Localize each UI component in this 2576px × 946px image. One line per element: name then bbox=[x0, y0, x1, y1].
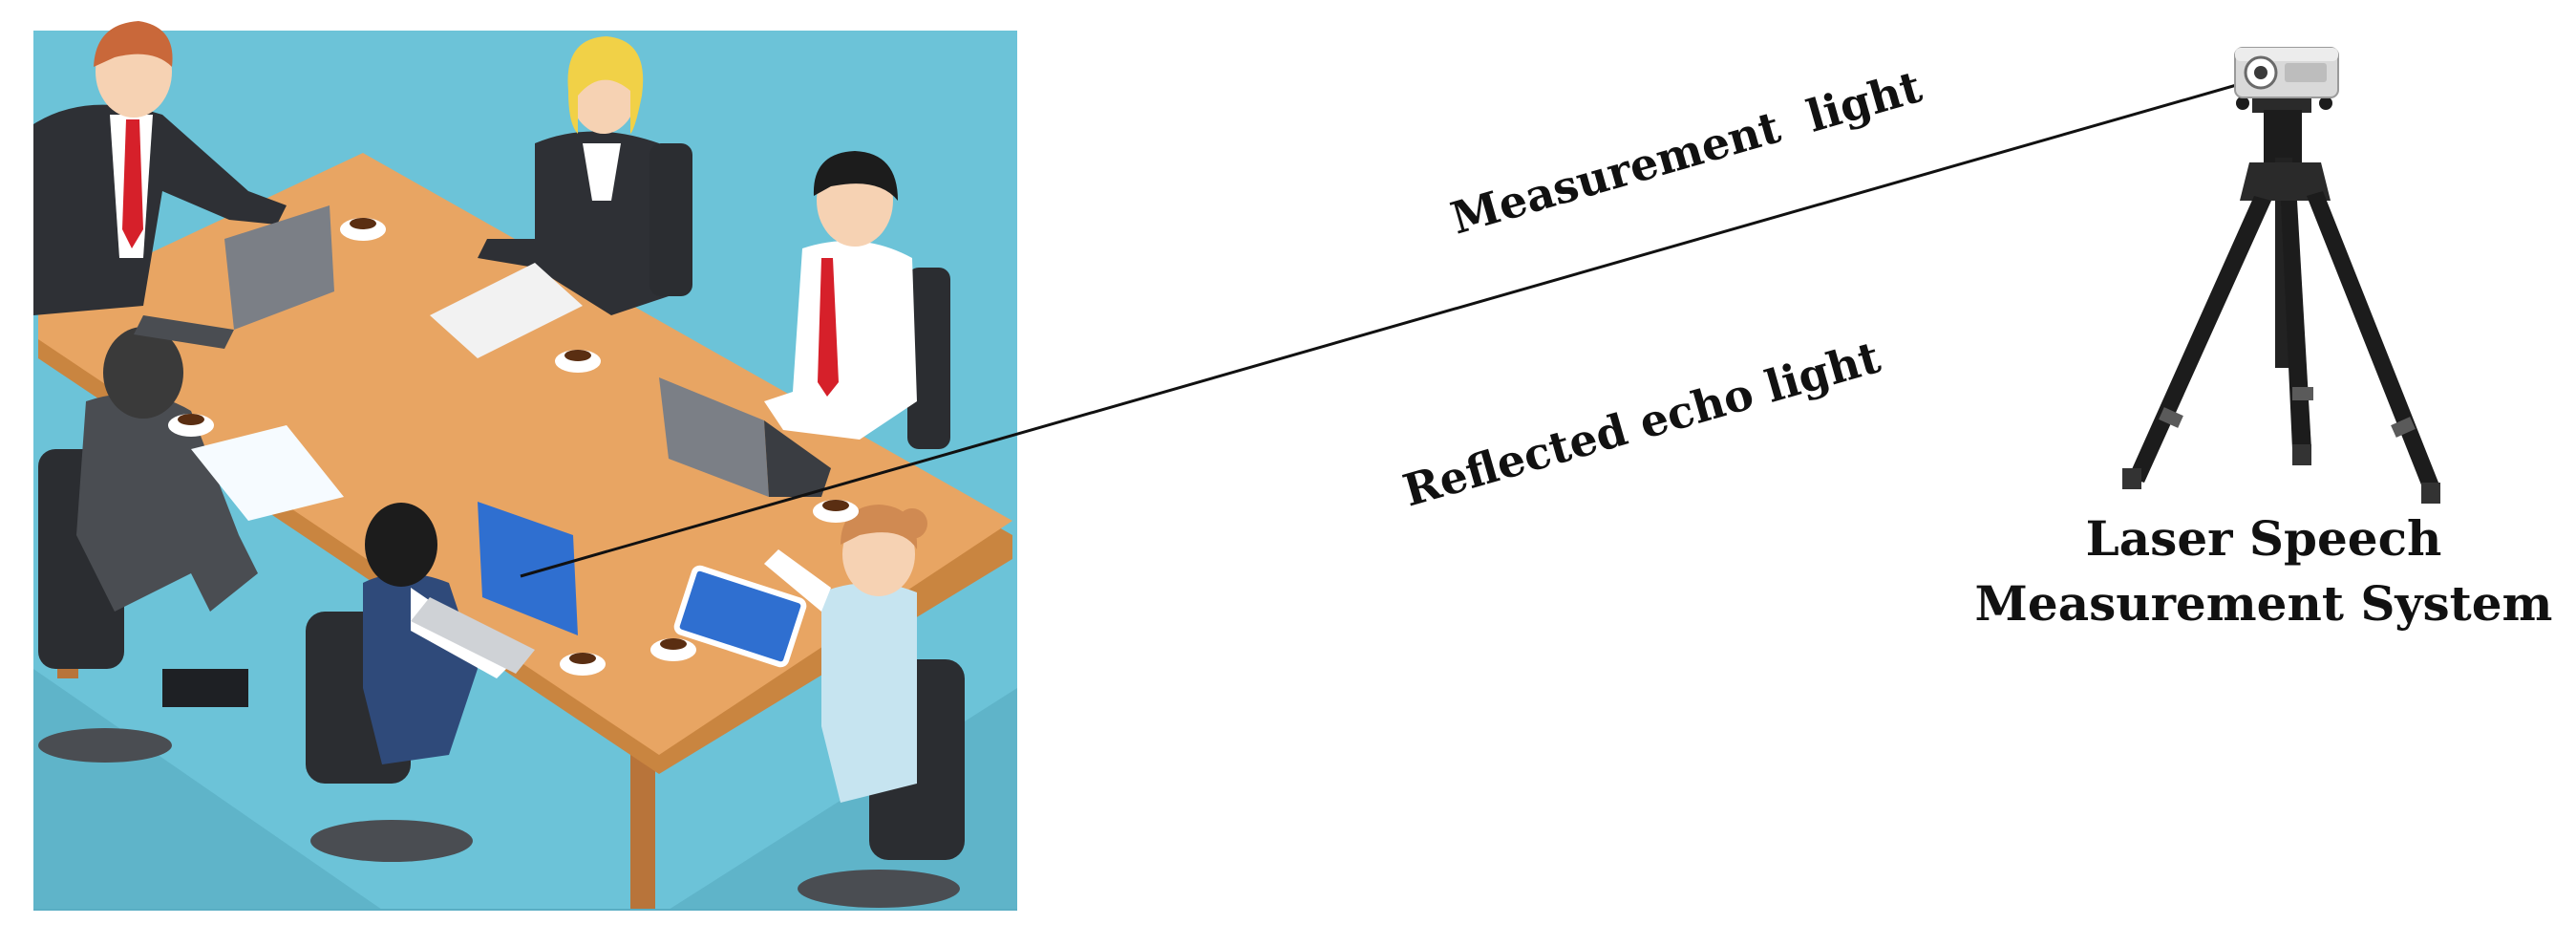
person-bottom-right bbox=[764, 505, 965, 908]
person-right bbox=[764, 151, 950, 449]
person-left bbox=[38, 327, 258, 763]
reflected-echo-light-label: Reflected echo light bbox=[1397, 331, 1886, 516]
laptop-icon bbox=[411, 502, 578, 674]
person-top-center bbox=[478, 36, 692, 315]
laser-device-icon bbox=[2234, 47, 2339, 98]
person-top-left bbox=[33, 21, 287, 315]
laptop-icon bbox=[659, 377, 831, 497]
measurement-light-label: Measurement light bbox=[1445, 60, 1927, 244]
coffee-cup-icon bbox=[813, 500, 859, 523]
system-caption-line-1: Laser Speech bbox=[2085, 510, 2442, 567]
report-sheet bbox=[191, 425, 344, 521]
system-caption: Laser Speech Measurement System bbox=[1958, 506, 2569, 636]
system-caption-line-2: Measurement System bbox=[1974, 575, 2553, 632]
laptop-icon bbox=[134, 205, 334, 349]
coffee-cup-icon bbox=[340, 218, 386, 241]
document-sheet bbox=[430, 263, 583, 358]
coffee-cup-icon bbox=[650, 638, 696, 661]
coffee-cup-icon bbox=[555, 350, 601, 373]
laser-beam-line bbox=[520, 82, 2241, 578]
tripod-icon bbox=[2122, 96, 2440, 504]
meeting-room-illustration bbox=[33, 21, 1017, 910]
tablet-icon bbox=[673, 565, 807, 668]
coffee-cup-icon bbox=[560, 653, 606, 676]
coffee-cup-icon bbox=[168, 414, 214, 437]
